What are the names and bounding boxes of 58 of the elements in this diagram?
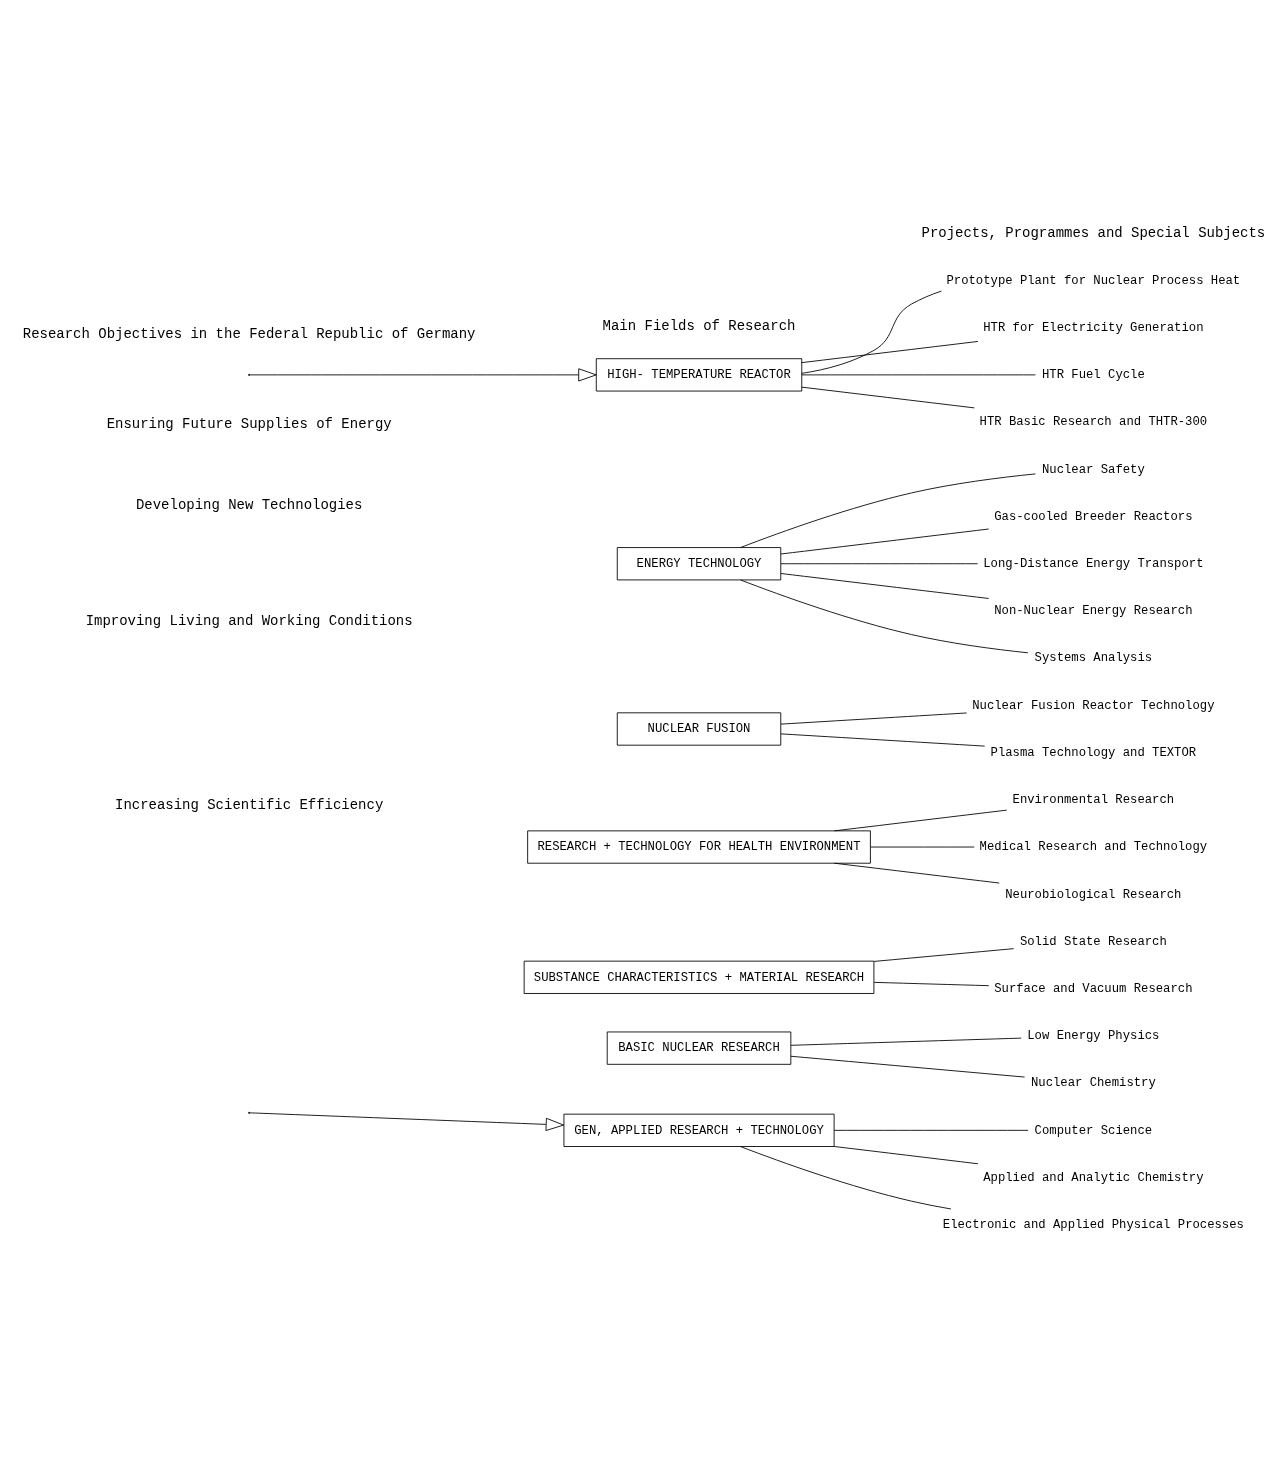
connector: [740, 1146, 952, 1210]
node-box: NUCLEAR FUSION: [616, 712, 782, 746]
connector: [833, 1129, 1029, 1131]
node-box: GEN, APPLIED RESEARCH + TECHNOLOGY: [563, 1113, 835, 1147]
node-text: Plasma Technology and TEXTOR: [990, 745, 1197, 760]
node-text: Nuclear Chemistry: [1030, 1076, 1156, 1091]
node-text: HTR for Electricity Generation: [983, 320, 1204, 335]
node-text: HTR Fuel Cycle: [1041, 368, 1145, 383]
connector: [801, 341, 979, 364]
node-box: HIGH- TEMPERATURE REACTOR: [595, 358, 803, 392]
arrow: [249, 1112, 565, 1131]
label: Improving Living and Working Conditions: [85, 612, 413, 629]
node-text: Nuclear Fusion Reactor Technology: [972, 698, 1215, 713]
node-text: Systems Analysis: [1034, 651, 1153, 666]
connector: [780, 712, 968, 725]
label: Developing New Technologies: [135, 497, 363, 514]
connector: [790, 1037, 1022, 1046]
label: Ensuring Future Supplies of Energy: [106, 416, 392, 433]
node-box: SUBSTANCE CHARACTERISTICS + MATERIAL RESEARCH: [523, 960, 875, 994]
node-text: Computer Science: [1034, 1123, 1153, 1138]
node-text: Nuclear Safety: [1041, 462, 1145, 477]
node-text: Neurobiological Research: [1005, 887, 1182, 902]
node-text: Medical Research and Technology: [979, 840, 1208, 855]
node-text: Prototype Plant for Nuclear Process Heat: [946, 273, 1241, 288]
connector: [790, 1055, 1026, 1078]
node-text: Solid State Research: [1019, 934, 1167, 949]
node-box: RESEARCH + TECHNOLOGY FOR HEALTH ENVIRONMENT: [527, 830, 871, 864]
node-text: Environmental Research: [1012, 793, 1175, 808]
node-text: Gas-cooled Breeder Reactors: [994, 509, 1193, 524]
connector: [870, 846, 975, 848]
connector: [833, 1146, 979, 1165]
connector: [834, 862, 1000, 884]
node-box: BASIC NUCLEAR RESEARCH: [606, 1031, 792, 1065]
connector: [873, 948, 1015, 962]
connector: [740, 579, 1029, 654]
node-text: Surface and Vacuum Research: [994, 981, 1193, 996]
label: Projects, Programmes and Special Subjects: [921, 224, 1266, 241]
label: Research Objectives in the Federal Republic of Germany: [22, 325, 476, 342]
node-text: Non-Nuclear Energy Research: [994, 604, 1193, 619]
connector: [801, 374, 1036, 376]
connector: [873, 981, 990, 987]
node-text: Electronic and Applied Physical Processes: [942, 1218, 1244, 1232]
label: Increasing Scientific Efficiency: [115, 797, 384, 814]
connector: [780, 573, 990, 599]
node-text: Long-Distance Energy Transport: [983, 556, 1204, 571]
label: Main Fields of Research: [602, 318, 796, 335]
connector: [834, 809, 1008, 832]
node-box: ENERGY TECHNOLOGY: [616, 547, 782, 581]
node-text: Low Energy Physics: [1027, 1029, 1160, 1044]
connector: [801, 290, 942, 374]
arrow: [249, 368, 597, 382]
connector: [780, 528, 990, 555]
connector: [780, 733, 986, 747]
connector: [801, 386, 975, 409]
connector: [740, 473, 1036, 548]
node-text: Applied and Analytic Chemistry: [983, 1170, 1204, 1185]
node-text: HTR Basic Research and THTR-300: [979, 415, 1208, 430]
connector: [780, 563, 979, 565]
